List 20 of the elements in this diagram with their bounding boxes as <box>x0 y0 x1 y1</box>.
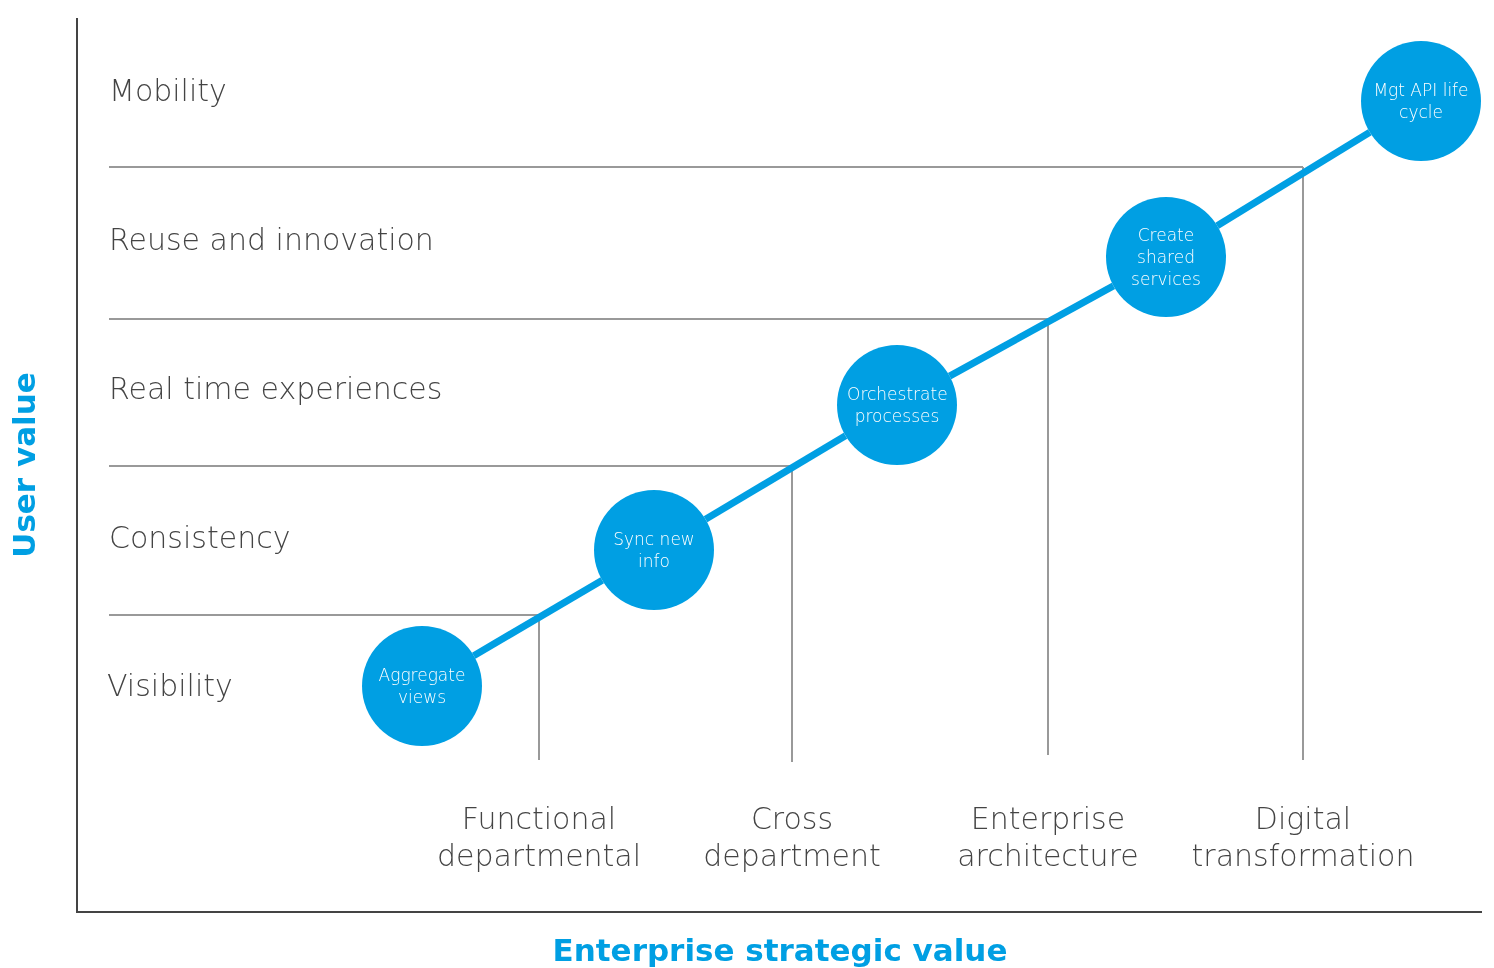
column-label: Functional departmental <box>435 800 643 874</box>
row-label: Mobility <box>109 73 227 108</box>
connector-line <box>947 282 1116 380</box>
connector-line <box>1215 129 1372 229</box>
axis-title: Enterprise strategic value <box>552 932 1008 968</box>
axis-title: User value <box>6 372 42 558</box>
row-label: Consistency <box>109 520 291 555</box>
node-label: Mgt API life cycle <box>1372 79 1470 123</box>
node-label: Aggregate views <box>377 664 467 708</box>
node-label: Sync new info <box>612 528 696 572</box>
connector-line <box>472 577 604 659</box>
column-label: Enterprise architecture <box>956 800 1140 874</box>
node-label: Create shared services <box>1130 224 1202 290</box>
connector-line <box>703 432 848 523</box>
node-label: Orchestrate processes <box>847 383 947 427</box>
row-label: Visibility <box>107 668 233 703</box>
column-label: Digital transformation <box>1190 800 1416 874</box>
row-label: Reuse and innovation <box>109 222 434 257</box>
row-label: Real time experiences <box>109 371 443 406</box>
column-label: Cross department <box>702 800 882 874</box>
